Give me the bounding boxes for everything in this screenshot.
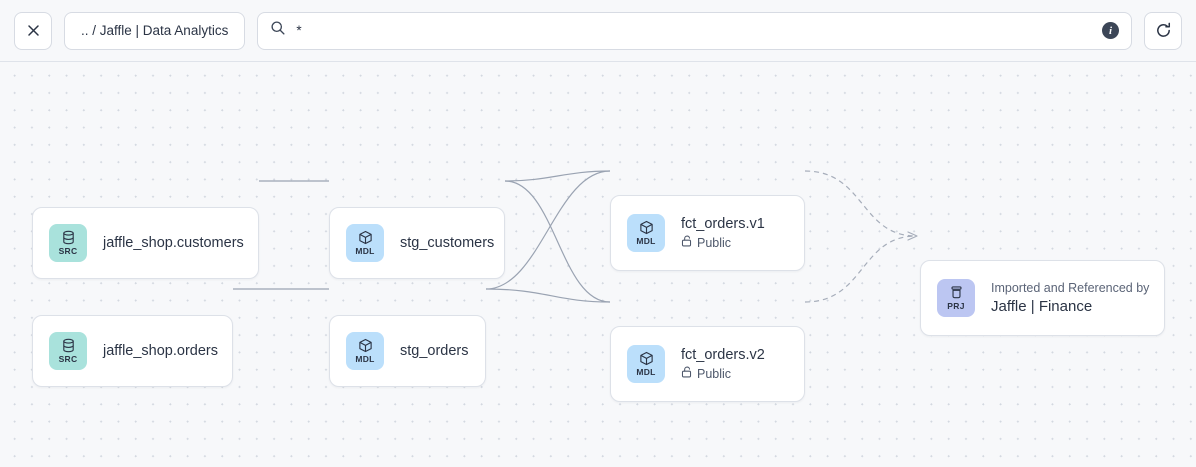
node-title: fct_orders.v1 [681,215,765,232]
node-text: fct_orders.v2 Public [681,346,765,383]
database-icon [61,338,76,353]
node-badge-mdl: MDL [627,214,665,252]
graph-node-fct-orders-v1[interactable]: MDL fct_orders.v1 Public [610,195,805,271]
node-title: Jaffle | Finance [991,297,1093,315]
edge-stg-orders-to-fct-v2 [485,288,611,303]
node-text: jaffle_shop.customers [103,234,244,253]
graph-node-src-customers[interactable]: SRC jaffle_shop.customers [32,207,259,279]
graph-node-stg-customers[interactable]: MDL stg_customers [329,207,505,279]
cube-icon [639,351,654,366]
close-button[interactable] [14,11,52,50]
cube-icon [358,230,373,245]
node-text: stg_orders [400,342,469,361]
edge-fct-v1-to-prj [804,170,917,237]
node-badge-label: SRC [58,246,78,256]
node-text: jaffle_shop.orders [103,342,219,361]
node-badge-label: MDL [355,246,375,256]
node-badge-label: SRC [58,354,78,364]
graph-node-stg-orders[interactable]: MDL stg_orders [329,315,486,387]
breadcrumb-label: .. / Jaffle | Data Analytics [81,23,229,38]
close-icon [26,23,41,38]
edge-arrowhead-icon [907,231,918,241]
search-input[interactable] [296,12,1092,49]
node-badge-label: MDL [636,236,656,246]
refresh-button[interactable] [1144,11,1182,50]
node-title: fct_orders.v2 [681,346,765,363]
graph-node-fct-orders-v2[interactable]: MDL fct_orders.v2 Public [610,326,805,402]
edge-stg-customers-to-fct-v1 [504,170,611,182]
node-access: Public [681,366,765,383]
node-title: stg_customers [400,234,495,251]
node-text: fct_orders.v1 Public [681,215,765,252]
refresh-icon [1155,22,1172,39]
graph-node-prj-jaffle-finance[interactable]: PRJ Imported and Referenced by Jaffle | … [920,260,1165,336]
node-title: stg_orders [400,342,469,359]
graph-node-src-orders[interactable]: SRC jaffle_shop.orders [32,315,233,387]
node-badge-mdl: MDL [627,345,665,383]
breadcrumb[interactable]: .. / Jaffle | Data Analytics [64,11,246,50]
toolbar: .. / Jaffle | Data Analytics i [0,0,1196,62]
database-icon [61,230,76,245]
edge-stg-customers-to-fct-v2 [504,180,611,303]
node-text: Imported and Referenced by Jaffle | Fina… [991,280,1150,317]
cube-icon [358,338,373,353]
node-title: jaffle_shop.customers [103,234,244,251]
node-badge-label: MDL [636,367,656,377]
node-badge-label: MDL [355,354,375,364]
node-badge-mdl: MDL [346,224,384,262]
node-badge-mdl: MDL [346,332,384,370]
node-badge-label: PRJ [947,301,965,311]
node-caption: Imported and Referenced by [991,280,1150,295]
unlock-icon [681,235,692,252]
node-badge-src: SRC [49,332,87,370]
node-badge-src: SRC [49,224,87,262]
node-badge-prj: PRJ [937,279,975,317]
graph-canvas[interactable]: SRC jaffle_shop.customers SRC jaffle_sh [0,62,1196,467]
cube-icon [639,220,654,235]
unlock-icon [681,366,692,383]
node-title: jaffle_shop.orders [103,342,219,359]
edge-fct-v2-to-prj [804,235,917,303]
node-text: stg_customers [400,234,495,253]
node-access-label: Public [697,235,732,250]
node-access-label: Public [697,366,732,381]
info-icon[interactable]: i [1102,22,1119,39]
search-bar[interactable]: i [257,11,1132,50]
archive-icon [949,285,964,300]
node-access: Public [681,235,765,252]
search-icon [270,20,286,41]
